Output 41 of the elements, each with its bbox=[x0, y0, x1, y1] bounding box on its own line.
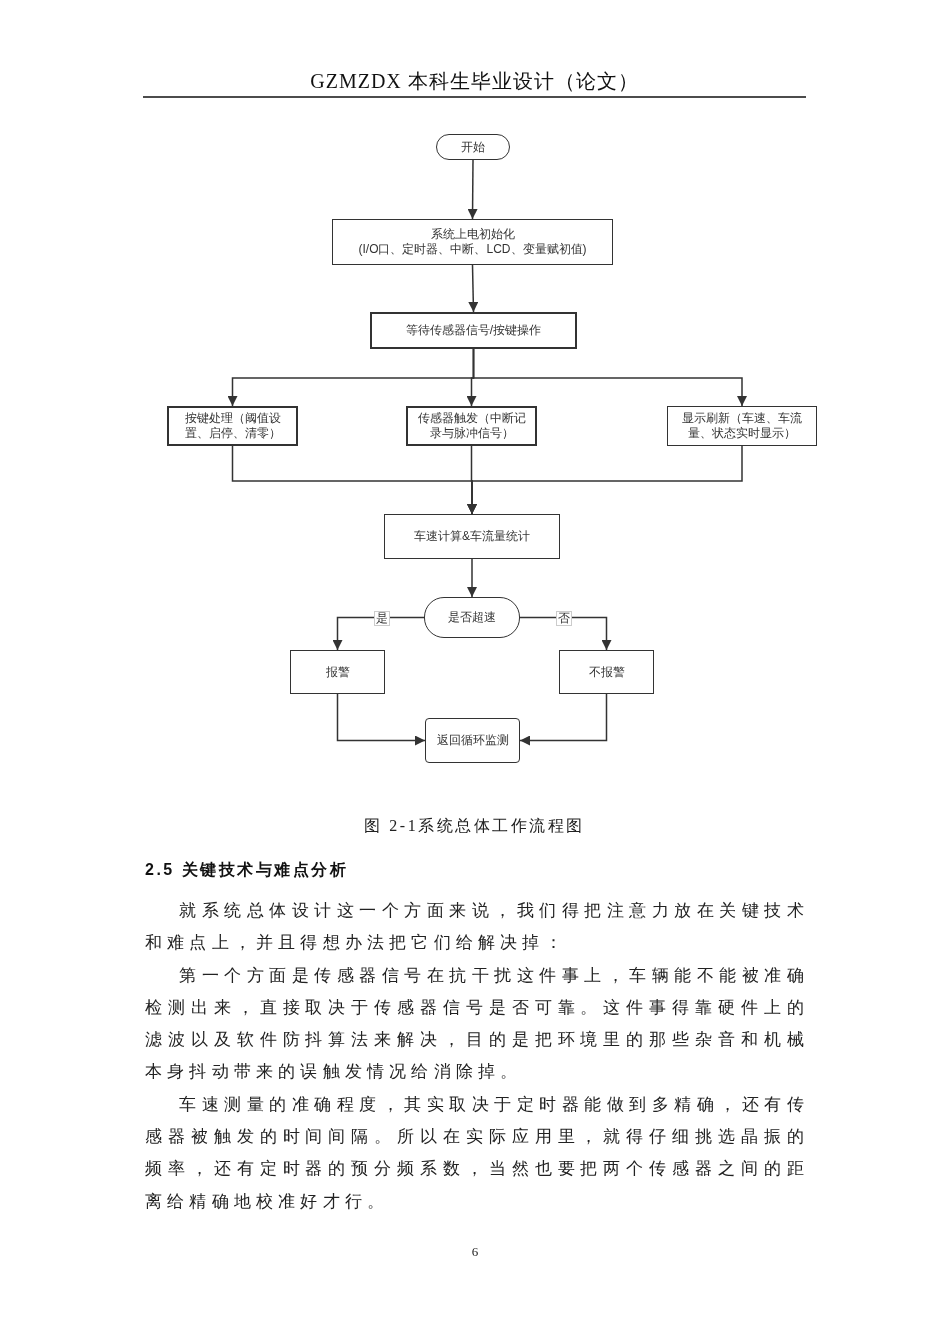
node-text: 按键处理（阈值设置、启停、清零） bbox=[183, 411, 282, 441]
node-text: 系统上电初始化 bbox=[430, 227, 515, 242]
arrow bbox=[336, 693, 426, 746]
node-text: 不报警 bbox=[588, 664, 625, 680]
paragraph: 就系统总体设计这一个方面来说，我们得把注意力放在关键技术和难点上，并且得想办法把它们给解决掉： bbox=[145, 900, 809, 955]
arrow bbox=[519, 616, 612, 651]
process-box bbox=[406, 406, 537, 446]
process-box bbox=[370, 312, 577, 349]
process-box bbox=[559, 650, 654, 694]
figure-caption: 图 2-1系统总体工作流程图 bbox=[363, 816, 586, 836]
page-header: GZMZDX 本科生毕业设计（论文） bbox=[309, 69, 640, 94]
arrow bbox=[472, 348, 747, 407]
process-box bbox=[290, 650, 385, 694]
node-text: 等待传感器信号/按键操作 bbox=[405, 323, 542, 338]
arrow bbox=[332, 616, 425, 651]
node-text: 开始 bbox=[461, 139, 485, 155]
page-number: 6 bbox=[470, 1244, 480, 1260]
process-box bbox=[384, 514, 560, 559]
node-text: 是否超速 bbox=[448, 610, 496, 625]
arrow bbox=[467, 445, 743, 515]
decision-box bbox=[424, 597, 520, 638]
section-heading: 2.5 关键技术与难点分析 bbox=[145, 860, 349, 880]
node-text: (I/O口、定时器、中断、LCD、变量赋初值) bbox=[358, 242, 587, 257]
edge-label: 是 bbox=[373, 610, 390, 626]
node-text: 显示刷新（车速、车流量、状态实时显示） bbox=[681, 411, 803, 441]
node-text: 报警 bbox=[325, 664, 350, 680]
process-box bbox=[167, 406, 298, 446]
process-box bbox=[332, 219, 613, 265]
paragraph: 车速测量的准确程度，其实取决于定时器能做到多精确，还有传感器被触发的时间间隔。所以在实际应用里，就得仔细挑选晶振的频率，还有定时器的预分频系数，当然也要把两个传感器之间的距离给精确地校准好才行。 bbox=[145, 1093, 809, 1213]
process-box bbox=[667, 406, 817, 446]
node-text: 传感器触发（中断记录与脉冲信号） bbox=[416, 411, 527, 441]
arrow bbox=[467, 159, 478, 220]
arrow bbox=[519, 693, 608, 746]
terminal-box bbox=[436, 134, 510, 160]
node-text: 返回循环监测 bbox=[436, 733, 509, 748]
arrow bbox=[467, 558, 477, 598]
arrow bbox=[468, 264, 479, 313]
edge-label: 否 bbox=[556, 610, 573, 626]
node-text: 车速计算&车流量统计 bbox=[414, 529, 530, 544]
process-box bbox=[425, 718, 520, 763]
paragraph: 第一个方面是传感器信号在抗干扰这件事上，车辆能不能被准确检测出来，直接取决于传感器信号是否可靠。这件事得靠硬件上的滤波以及软件防抖算法来解决，目的是把环境里的那些杂音和机械本身抖动带来的误触发情况给消除掉。 bbox=[145, 964, 809, 1084]
